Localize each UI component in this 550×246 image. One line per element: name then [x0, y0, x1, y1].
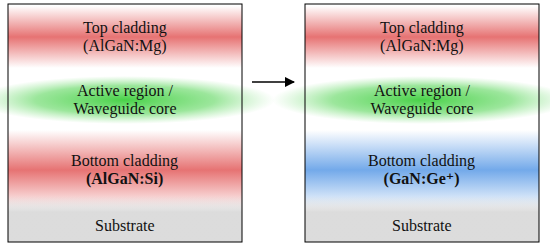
layer-band: Top cladding(AlGaN:Mg) — [83, 19, 167, 55]
material-label: (GaN:Ge⁺) — [368, 170, 475, 188]
transition-arrow — [252, 81, 294, 83]
layer-name: Substrate — [95, 217, 155, 235]
layer-name: Bottom cladding — [368, 152, 475, 170]
layer-band: Active region / Waveguide core — [352, 82, 492, 118]
layer-band: Active region / Waveguide core — [55, 82, 195, 118]
layer-name: Active region / Waveguide core — [352, 82, 492, 118]
layer-name: Top cladding — [380, 19, 464, 37]
material-label: (AlGaN:Si) — [71, 170, 178, 188]
layer-band: Substrate — [392, 217, 452, 235]
layer-name: Substrate — [392, 217, 452, 235]
layer-band: Substrate — [95, 217, 155, 235]
layer-band: Bottom cladding(AlGaN:Si) — [71, 152, 178, 188]
material-label: (AlGaN:Mg) — [380, 37, 464, 55]
material-label: (AlGaN:Mg) — [83, 37, 167, 55]
layer-name: Top cladding — [83, 19, 167, 37]
layer-band: Bottom cladding(GaN:Ge⁺) — [368, 152, 475, 188]
layer-band: Top cladding(AlGaN:Mg) — [380, 19, 464, 55]
left-stack — [0, 4, 275, 242]
layer-name: Bottom cladding — [71, 152, 178, 170]
layer-name: Active region / Waveguide core — [55, 82, 195, 118]
right-stack — [272, 4, 550, 242]
